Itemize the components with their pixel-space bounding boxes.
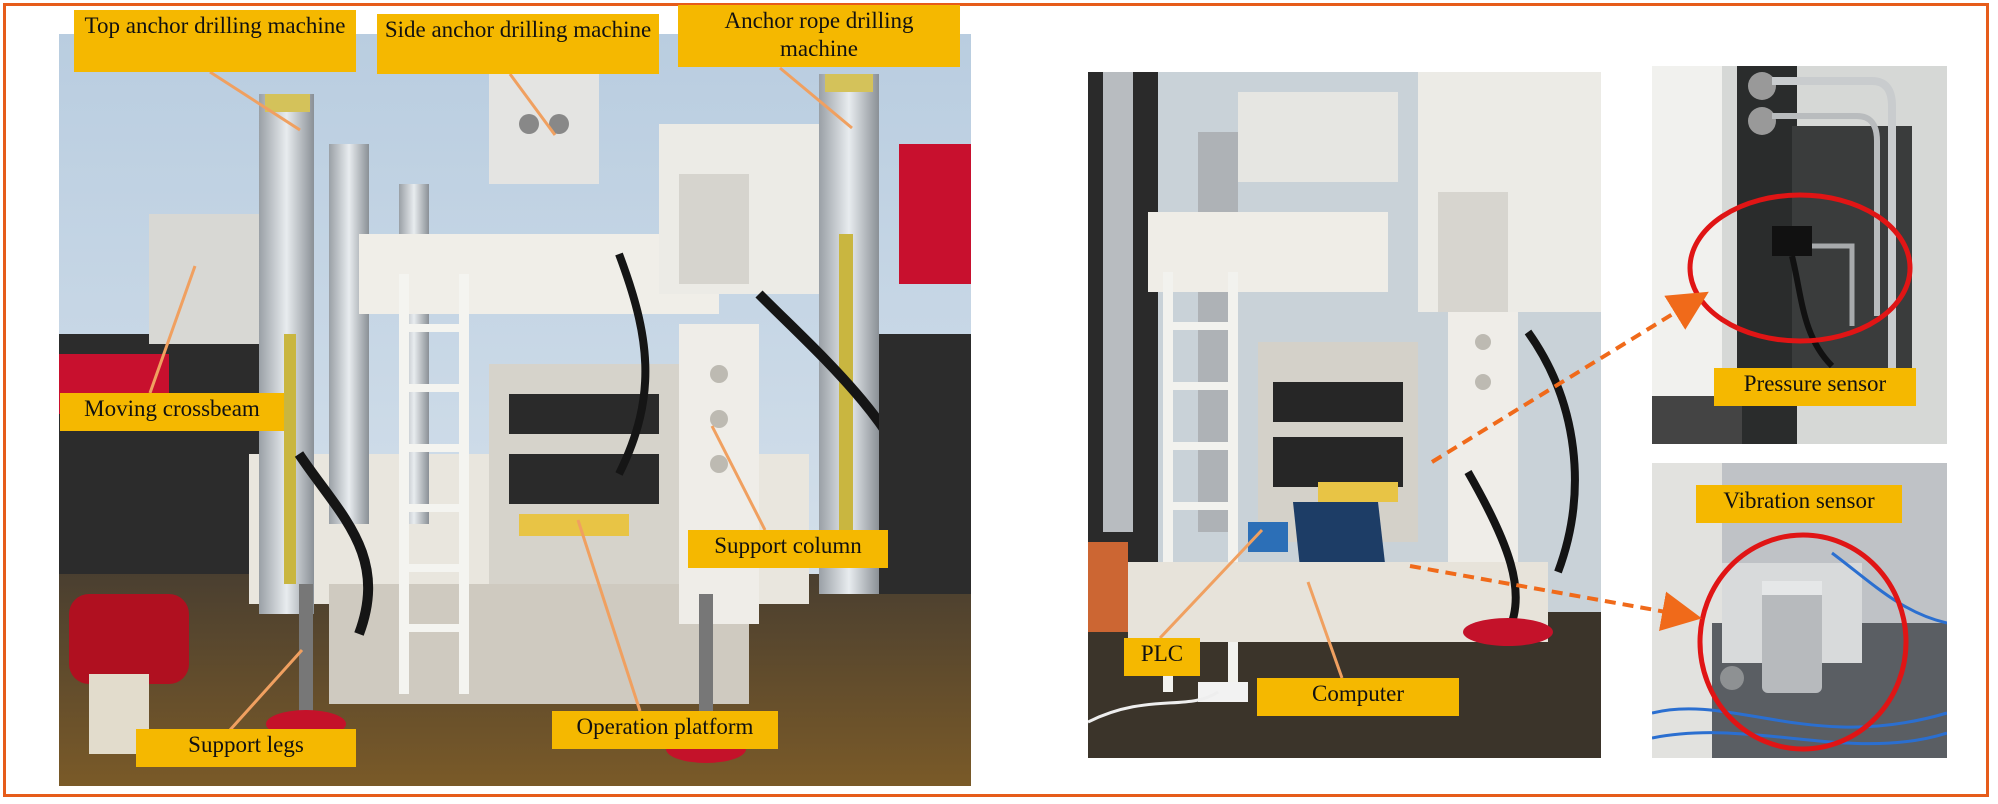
label-side-anchor-drilling-machine: Side anchor drilling machine [377, 14, 659, 74]
outer-frame [3, 3, 1989, 797]
label-support-legs: Support legs [136, 729, 356, 767]
label-vibration-sensor: Vibration sensor [1696, 485, 1902, 523]
label-operation-platform: Operation platform [552, 711, 778, 749]
label-support-column: Support column [688, 530, 888, 568]
label-moving-crossbeam: Moving crossbeam [60, 393, 284, 431]
label-pressure-sensor: Pressure sensor [1714, 368, 1916, 406]
label-computer: Computer [1257, 678, 1459, 716]
label-top-anchor-drilling-machine: Top anchor drilling machine [74, 10, 356, 72]
label-plc: PLC [1124, 638, 1200, 676]
label-anchor-rope-drilling-machine: Anchor rope drilling machine [678, 5, 960, 67]
